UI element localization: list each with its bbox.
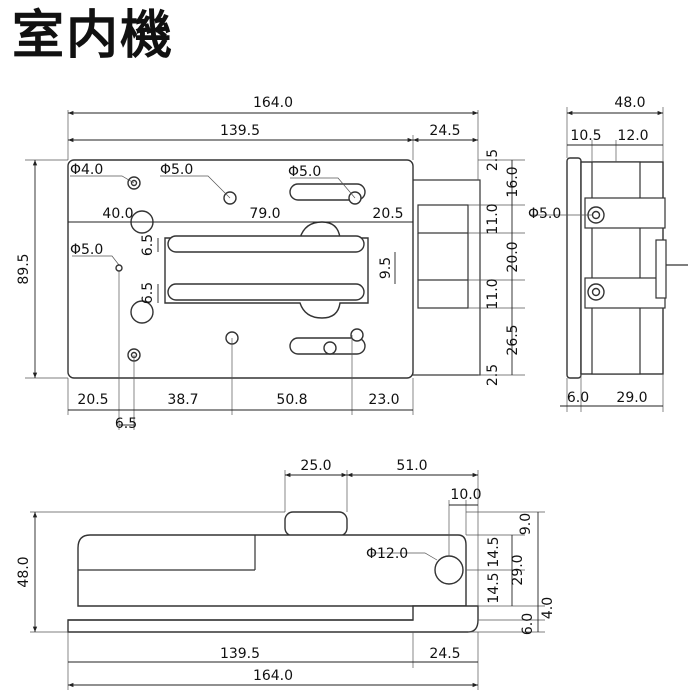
- label-79: 79.0: [249, 206, 280, 222]
- label-89-5: 89.5: [16, 253, 32, 284]
- front-view: 164.0 139.5 24.5 89.5 20.5 38.7 50.8 23.…: [16, 95, 525, 432]
- side-inner: [591, 161, 641, 375]
- label-bottom-24-5: 24.5: [429, 646, 460, 662]
- label-side-48: 48.0: [614, 95, 645, 111]
- bottom-plate: [67, 605, 479, 633]
- label-24-5: 24.5: [429, 123, 460, 139]
- slot-upper: [167, 235, 365, 253]
- leader-phi5-slot: [290, 177, 356, 199]
- title-heading: 室内機: [12, 6, 175, 66]
- label-6-5: 6.5: [115, 416, 137, 432]
- label-6-5-slot-top: 6.5: [140, 234, 156, 256]
- label-bottom-6: 6.0: [520, 613, 536, 635]
- label-9-5: 9.5: [378, 257, 394, 279]
- hole-large-bottom: [130, 300, 154, 324]
- label-side-6: 6.0: [567, 390, 589, 406]
- label-50-8: 50.8: [276, 392, 307, 408]
- label-bottom-29: 29.0: [510, 554, 526, 585]
- label-bottom-4: 4.0: [540, 597, 556, 619]
- label-20-5: 20.5: [77, 392, 108, 408]
- label-bottom-164: 164.0: [253, 668, 293, 684]
- side-view: 48.0 10.5 12.0 Φ5.0 6.0 29.0: [528, 95, 688, 412]
- label-phi12: Φ12.0: [366, 546, 408, 562]
- label-bottom-10: 10.0: [450, 487, 481, 503]
- hole-slot-bottom-b: [350, 328, 364, 342]
- hole-phi5-left: [115, 264, 123, 272]
- side-plate: [566, 157, 582, 379]
- hook-block-bottom: [417, 279, 469, 309]
- label-20-5-slot: 20.5: [372, 206, 403, 222]
- label-40: 40.0: [102, 206, 133, 222]
- leader-phi12: [372, 552, 438, 561]
- label-bottom-14-5-b: 14.5: [486, 572, 502, 603]
- label-38-7: 38.7: [167, 392, 198, 408]
- hook-block-top: [417, 204, 469, 234]
- label-phi4: Φ4.0: [70, 162, 103, 178]
- side-hole-top-inner: [591, 210, 601, 220]
- label-bottom-51: 51.0: [396, 458, 427, 474]
- label-phi5-left: Φ5.0: [70, 242, 103, 258]
- label-side-29: 29.0: [616, 390, 647, 406]
- bottom-tab: [284, 511, 348, 537]
- label-6-5-slot-bottom: 6.5: [140, 282, 156, 304]
- bottom-hole-phi12: [434, 555, 464, 585]
- label-2-5-bottom: 2.5: [485, 364, 501, 386]
- label-phi5-top: Φ5.0: [160, 162, 193, 178]
- leader-phi4: [70, 175, 135, 184]
- label-2-5-top: 2.5: [485, 149, 501, 171]
- label-bottom-48: 48.0: [16, 556, 32, 587]
- bottom-view: 25.0 51.0 10.0 48.0 Φ12.0 9.0 14.5 29.0 …: [16, 458, 556, 690]
- label-11-bottom: 11.0: [485, 278, 501, 309]
- label-bottom-139-5: 139.5: [220, 646, 260, 662]
- label-bottom-14-5-a: 14.5: [486, 536, 502, 567]
- label-20: 20.0: [505, 241, 521, 272]
- label-side-phi5: Φ5.0: [528, 206, 561, 222]
- label-bottom-9: 9.0: [518, 513, 534, 535]
- slot-lower: [167, 283, 365, 301]
- hole-slot-bottom-a: [323, 341, 337, 355]
- label-23: 23.0: [368, 392, 399, 408]
- side-pin: [655, 239, 667, 299]
- label-139-5: 139.5: [220, 123, 260, 139]
- label-11-top: 11.0: [485, 203, 501, 234]
- side-hole-bottom-inner: [591, 287, 601, 297]
- label-side-12: 12.0: [617, 128, 648, 144]
- leader-phi5-left: [72, 255, 120, 266]
- label-phi5-slot: Φ5.0: [288, 164, 321, 180]
- label-16: 16.0: [505, 166, 521, 197]
- label-side-10-5: 10.5: [570, 128, 601, 144]
- leader-phi5-top: [160, 175, 231, 199]
- label-164: 164.0: [253, 95, 293, 111]
- label-26-5: 26.5: [505, 324, 521, 355]
- label-bottom-25: 25.0: [300, 458, 331, 474]
